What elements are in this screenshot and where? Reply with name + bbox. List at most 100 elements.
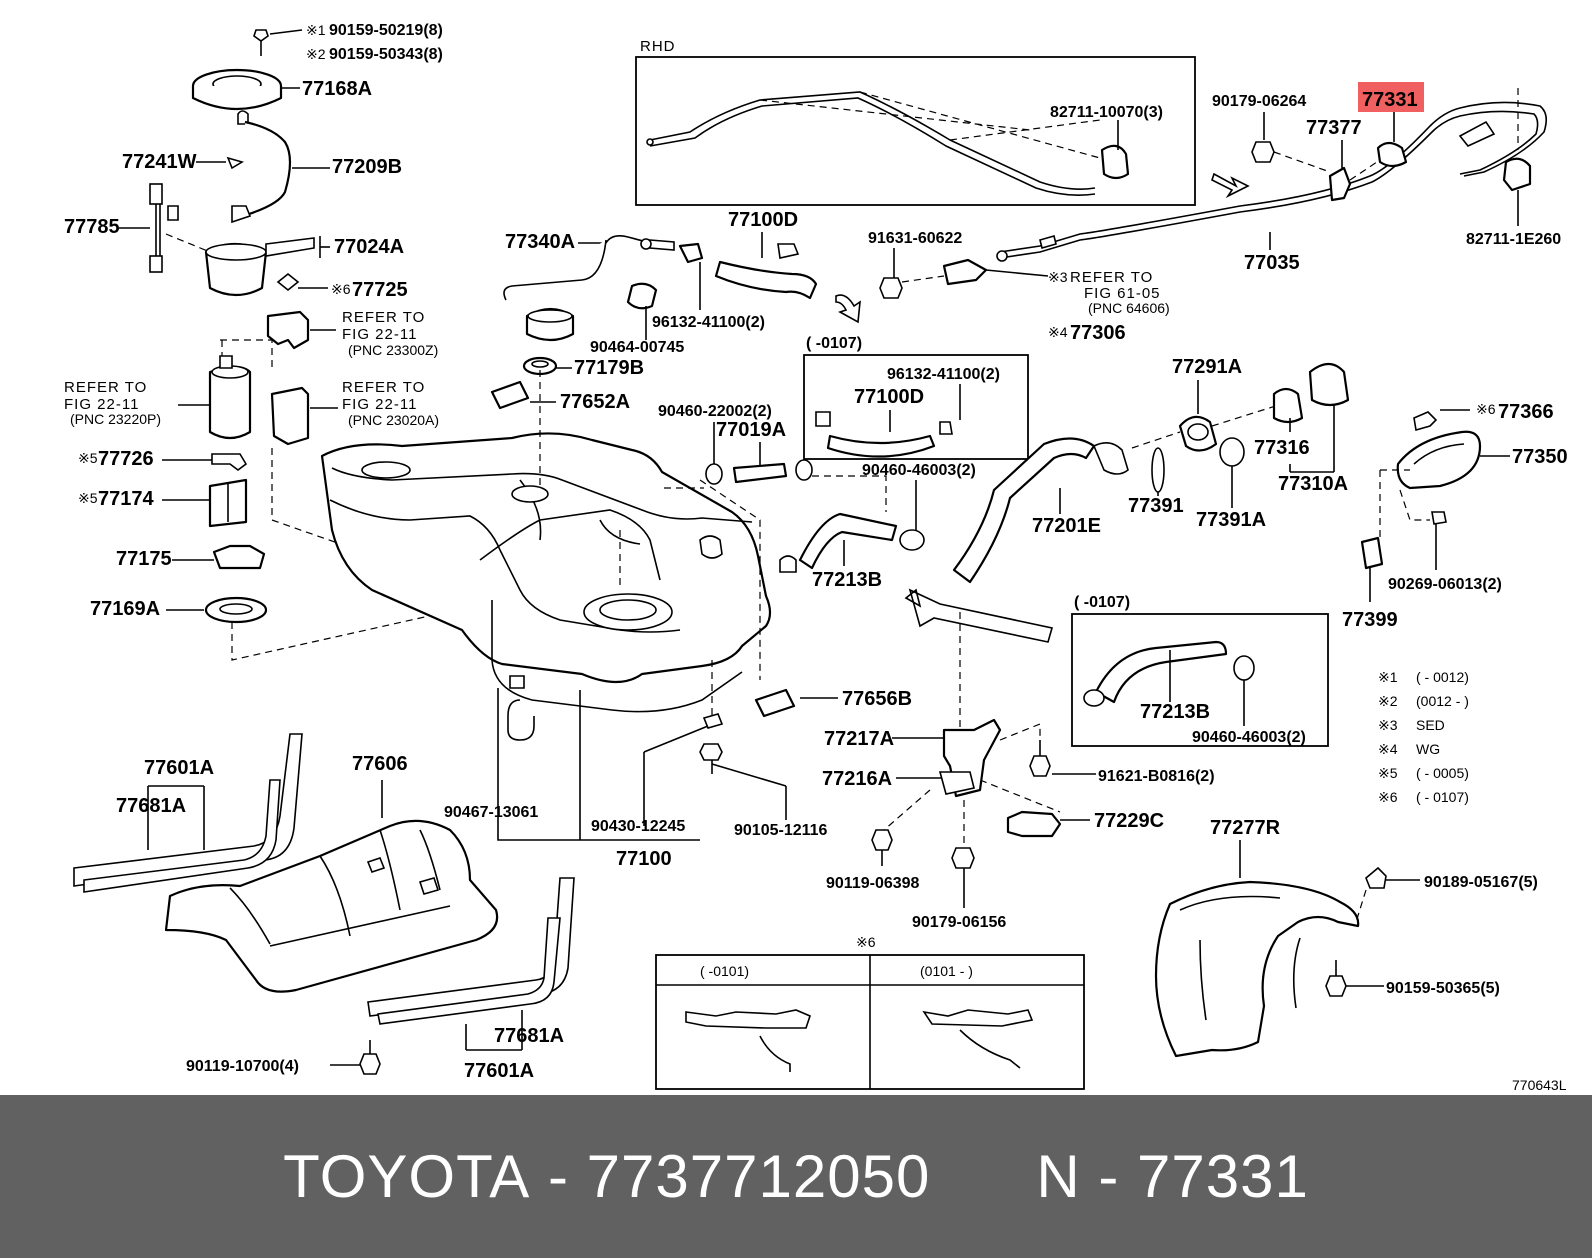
note-5-text: ( - 0005) (1416, 765, 1469, 781)
callout-77174: 77174 (98, 488, 154, 510)
note-mark-3: ※3 (1048, 269, 1068, 285)
ref-fig-61-05-line3: (PNC 64606) (1088, 300, 1170, 316)
ref-fig-22-11-b-line3: (PNC 23220P) (70, 411, 161, 427)
callout-77601A-bottom: 77601A (464, 1060, 534, 1082)
inset-col1-range: ( -0101) (700, 963, 749, 979)
ref-fig-61-05-line2: FIG 61-05 (1084, 285, 1161, 302)
callout-77366: 77366 (1498, 401, 1554, 423)
callout-77785: 77785 (64, 216, 120, 238)
note-6-text: ( - 0107) (1416, 789, 1469, 805)
callout-77169A: 77169A (90, 598, 160, 620)
callout-91631-60622: 91631-60622 (868, 230, 962, 247)
rhd-inset: RHD 82711-10070(3) (635, 38, 1196, 206)
callout-77681A-bottom: 77681A (494, 1025, 564, 1047)
callout-77331: 77331 (1362, 89, 1418, 111)
callout-77201E: 77201E (1032, 515, 1101, 537)
callout-90430-12245: 90430-12245 (591, 818, 685, 835)
callout-77391A: 77391A (1196, 509, 1266, 531)
callout-77019A: 77019A (716, 419, 786, 441)
callout-77213B-box: 77213B (1140, 701, 1210, 723)
vent-hose-group: 77340A 90464-00745 77100D 96132-41100(2)… (490, 209, 861, 413)
note-5-mark: ※5 (1378, 765, 1398, 781)
callout-91621-B0816: 91621-B0816(2) (1098, 768, 1215, 785)
footer-part-number: 7737712050 (586, 1143, 931, 1210)
note-6-mark: ※6 (1378, 789, 1398, 805)
callout-77179B: 77179B (574, 357, 644, 379)
callout-77216A: 77216A (822, 768, 892, 790)
note-mark-2: ※2 (306, 46, 326, 62)
footer-pnc: N - 77331 (1036, 1143, 1309, 1210)
inset-hose-0107-lower: ( -0107) 77213B 90460-46003(2) (1071, 594, 1329, 747)
ref-fig-22-11-c-line2: FIG 22-11 (342, 396, 417, 413)
callout-90159-50219: 90159-50219(8) (329, 22, 443, 39)
ref-fig-61-05-line1: REFER TO (1070, 269, 1153, 286)
footer-gap (930, 1142, 1036, 1211)
fuel-door-cable: 91631-60622 ※3 REFER TO FIG 61-05 (PNC 6… (868, 82, 1561, 344)
note-2-mark: ※2 (1378, 693, 1398, 709)
callout-90179-06264: 90179-06264 (1212, 93, 1306, 110)
callout-90464-00745: 90464-00745 (590, 339, 684, 356)
ref-fig-22-11-b-line1: REFER TO (64, 379, 147, 396)
callout-77229C: 77229C (1094, 810, 1164, 832)
callout-90159-50343: 90159-50343(8) (329, 46, 443, 63)
rhd-label: RHD (640, 38, 676, 55)
callout-77726: 77726 (98, 448, 154, 470)
callout-90269-06013: 90269-06013(2) (1388, 576, 1502, 593)
ref-fig-22-11-a-line2: FIG 22-11 (342, 326, 417, 343)
footer-separator: - (530, 1143, 587, 1210)
ref-fig-22-11-c-line1: REFER TO (342, 379, 425, 396)
box1-range: ( -0107) (806, 335, 862, 352)
callout-90119-10700: 90119-10700(4) (186, 1058, 299, 1075)
callout-90189-05167: 90189-05167(5) (1424, 874, 1538, 891)
note-1-mark: ※1 (1378, 669, 1398, 685)
tank-fasteners: 90467-13061 90430-12245 77100 90105-1211… (444, 660, 912, 870)
brackets-and-bolts: 77217A 77216A 91621-B0816(2) 77229C 9011… (822, 612, 1215, 931)
ref-fig-22-11-c-line3: (PNC 23020A) (348, 412, 439, 428)
callout-77100D-box: 77100D (854, 386, 924, 408)
note-mark-5a: ※5 (78, 450, 98, 466)
filler-hoses: 90460-22002(2) 77019A 90460-46003(2) 772… (658, 403, 1129, 643)
tank-bands-and-protector: 77601A 77681A 77606 77681A 77601A 90119-… (73, 733, 575, 1082)
callout-77601A-top: 77601A (144, 757, 214, 779)
callout-77377: 77377 (1306, 117, 1362, 139)
inset-hose-0107-upper: ( -0107) 96132-41100(2) 77100D (803, 335, 1029, 460)
note-mark-6a: ※6 (331, 281, 351, 297)
callout-77217A: 77217A (824, 728, 894, 750)
note-3-mark: ※3 (1378, 717, 1398, 733)
callout-77391: 77391 (1128, 495, 1184, 517)
inset-col2-range: (0101 - ) (920, 963, 973, 979)
callout-77656B: 77656B (842, 688, 912, 710)
callout-77168A: 77168A (302, 78, 372, 100)
callout-82711-1E260: 82711-1E260 (1466, 231, 1561, 248)
note-mark-1: ※1 (306, 22, 326, 38)
callout-90179-06156: 90179-06156 (912, 914, 1006, 931)
note-4-mark: ※4 (1378, 741, 1398, 757)
callout-77024A: 77024A (334, 236, 404, 258)
fuel-tank-exploded-diagram: RHD 82711-10070(3) ※1 90159-50219(8) ※2 … (64, 22, 1568, 1093)
note-mark-4: ※4 (1048, 324, 1068, 340)
note-mark-5b: ※5 (78, 490, 98, 506)
callout-77606: 77606 (352, 753, 408, 775)
note-4-text: WG (1416, 741, 1440, 757)
note-2-text: (0012 - ) (1416, 693, 1469, 709)
callout-77399: 77399 (1342, 609, 1398, 631)
callout-77340A: 77340A (505, 231, 575, 253)
footer-part-info: TOYOTA - 7737712050 N - 77331 (0, 1095, 1592, 1258)
callout-77100: 77100 (616, 848, 672, 870)
footer-brand: TOYOTA (283, 1143, 531, 1210)
callout-90159-50365: 90159-50365(5) (1386, 980, 1500, 997)
fuel-tank (320, 370, 772, 713)
ref-fig-22-11-a-line1: REFER TO (342, 309, 425, 326)
callout-77213B-main: 77213B (812, 569, 882, 591)
inset-variant-table: ※6 ( -0101) (0101 - ) (655, 934, 1085, 1090)
callout-77291A: 77291A (1172, 356, 1242, 378)
note-mark-6b: ※6 (1476, 401, 1496, 417)
callout-90467-13061: 90467-13061 (444, 804, 538, 821)
variant-notes: ※1 ( - 0012) ※2 (0012 - ) ※3 SED ※4 WG ※… (1378, 669, 1469, 805)
footer-bar: TOYOTA - 7737712050 N - 77331 (0, 1095, 1592, 1258)
callout-90460-22002: 90460-22002(2) (658, 403, 772, 420)
callout-77652A: 77652A (560, 391, 630, 413)
callout-90105-12116: 90105-12116 (734, 822, 828, 839)
callout-77350: 77350 (1512, 446, 1568, 468)
